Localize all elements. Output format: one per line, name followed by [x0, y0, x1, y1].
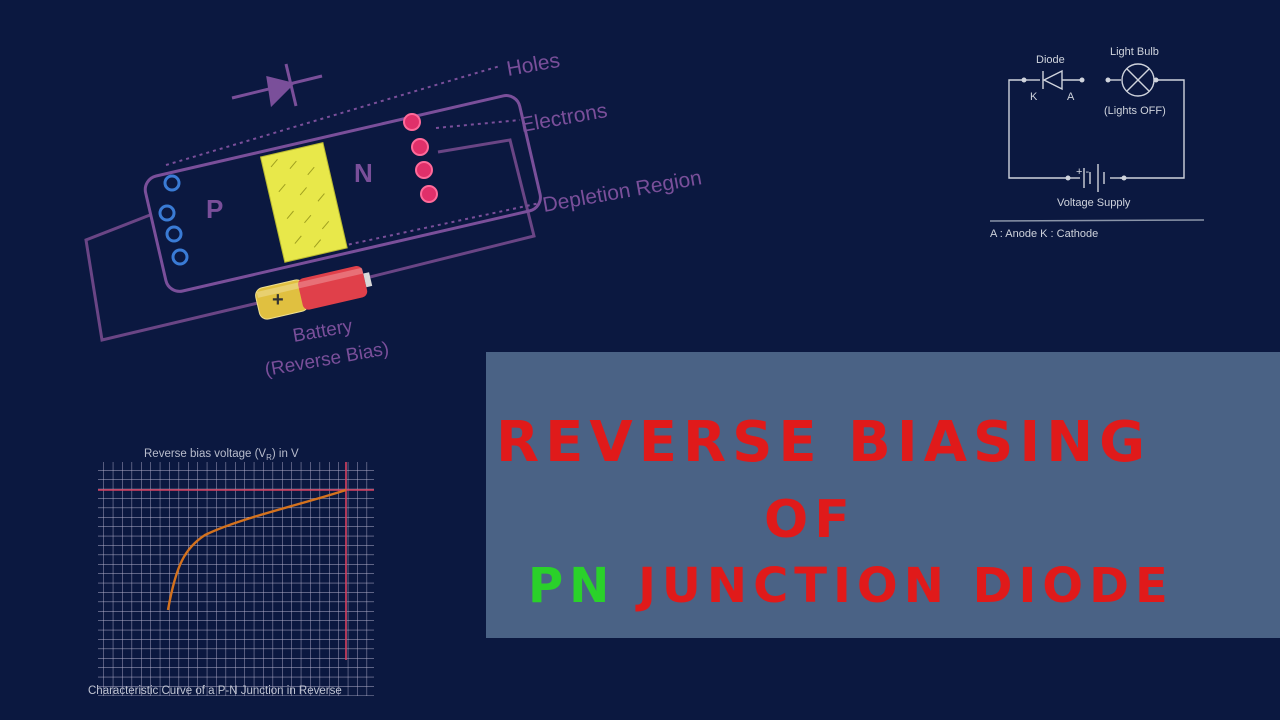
voltage-supply-label: Voltage Supply — [1057, 197, 1131, 209]
electron-icon — [420, 185, 438, 203]
battery-signs: + - — [1076, 166, 1089, 178]
light-bulb-icon — [1121, 63, 1155, 97]
graph-grid — [98, 462, 374, 696]
title-line-1: REVERSE BIASING — [496, 410, 1152, 475]
circuit-wire — [84, 138, 536, 342]
hole-icon — [158, 204, 176, 222]
characteristic-curve — [166, 488, 347, 611]
title-line-3: PN JUNCTION DIODE — [528, 558, 1174, 614]
diode-symbol-icon — [231, 63, 323, 108]
battery-plus-sign: + — [272, 289, 284, 311]
characteristic-graph: Reverse bias voltage (VR) in V Character… — [88, 448, 374, 697]
p-region-label: P — [206, 194, 223, 224]
bulb-state-label: (Lights OFF) — [1104, 105, 1166, 117]
diode-label: Diode — [1036, 54, 1065, 66]
circuit-divider — [989, 219, 1205, 222]
electron-icon — [415, 161, 433, 179]
circuit-diode-icon — [1042, 69, 1063, 91]
depletion-region — [259, 142, 348, 263]
hole-icon — [163, 174, 181, 192]
title-line-2: OF — [764, 490, 856, 550]
light-bulb-label: Light Bulb — [1110, 46, 1159, 58]
n-region-label: N — [354, 158, 373, 188]
holes-group — [158, 174, 189, 266]
title-pn: PN — [528, 558, 616, 614]
battery-icon — [255, 265, 373, 320]
hole-icon — [165, 225, 183, 243]
anode-letter: A — [1067, 91, 1075, 103]
title-junction-diode: JUNCTION DIODE — [615, 558, 1174, 614]
title-panel: REVERSE BIASING OF PN JUNCTION DIODE — [486, 352, 1280, 638]
graph-top-label: Reverse bias voltage (VR) in V — [144, 448, 299, 462]
graph-caption: Characteristic Curve of a P-N Junction i… — [88, 685, 342, 697]
circuit-diagram: Diode Light Bulb K A (Lights OFF) + - Vo… — [989, 46, 1205, 240]
pointer-lines — [165, 65, 541, 247]
voltage-supply-icon — [1083, 164, 1105, 192]
pn-junction-diagram: P N Holes Electrons Depletion Region + B… — [84, 49, 704, 381]
cathode-letter: K — [1030, 91, 1038, 103]
hole-icon — [171, 248, 189, 266]
electron-icon — [411, 138, 429, 156]
electrons-group — [403, 113, 438, 203]
pn-block — [143, 94, 542, 293]
electron-icon — [403, 113, 421, 131]
anode-cathode-legend: A : Anode K : Cathode — [990, 228, 1098, 240]
